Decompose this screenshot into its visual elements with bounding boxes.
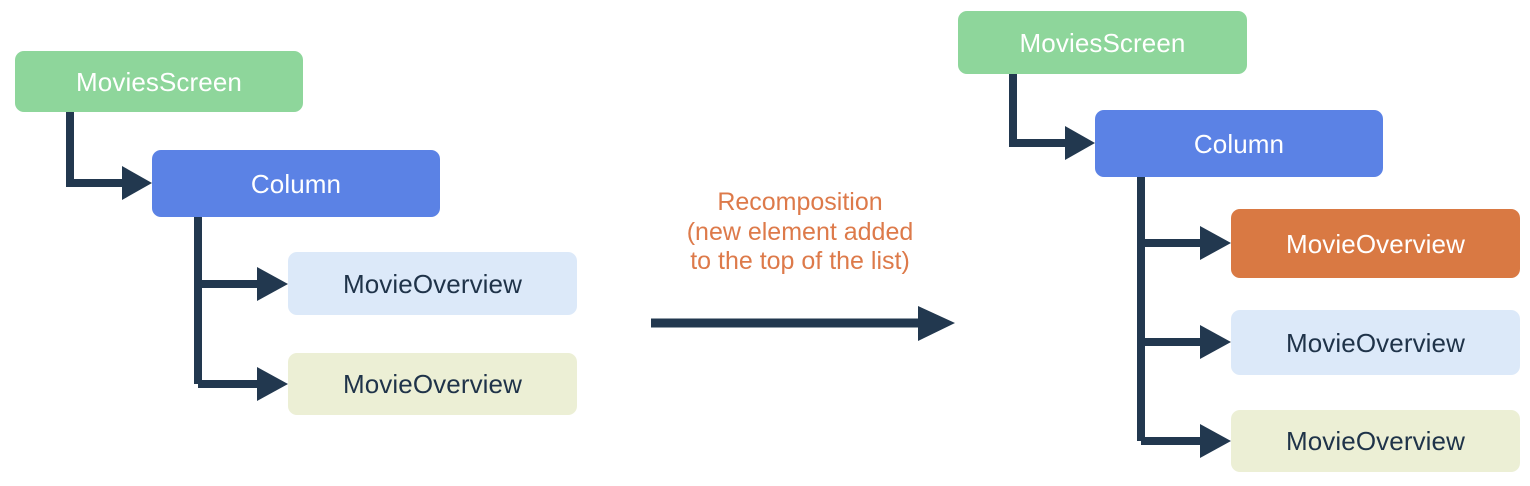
- left-node-movie-overview-1[interactable]: MovieOverview: [288, 252, 577, 315]
- recomposition-arrow-icon: [651, 306, 955, 341]
- left-node-movie-overview-2[interactable]: MovieOverview: [288, 353, 577, 415]
- recomposition-label: Recomposition (new element added to the …: [686, 188, 914, 275]
- left-node-column[interactable]: Column: [152, 150, 440, 217]
- connector-right-screen-to-column: [1009, 74, 1095, 160]
- right-node-movie-overview-new[interactable]: MovieOverview: [1231, 209, 1520, 278]
- right-node-column[interactable]: Column: [1095, 110, 1383, 177]
- right-node-movies-screen[interactable]: MoviesScreen: [958, 11, 1247, 74]
- right-node-movie-overview-2[interactable]: MovieOverview: [1231, 410, 1520, 472]
- left-node-movies-screen[interactable]: MoviesScreen: [15, 51, 303, 112]
- connector-right-column-to-children: [1137, 177, 1231, 458]
- connector-left-column-to-children: [194, 217, 288, 401]
- connector-left-screen-to-column: [66, 112, 152, 200]
- right-node-movie-overview-1[interactable]: MovieOverview: [1231, 310, 1520, 375]
